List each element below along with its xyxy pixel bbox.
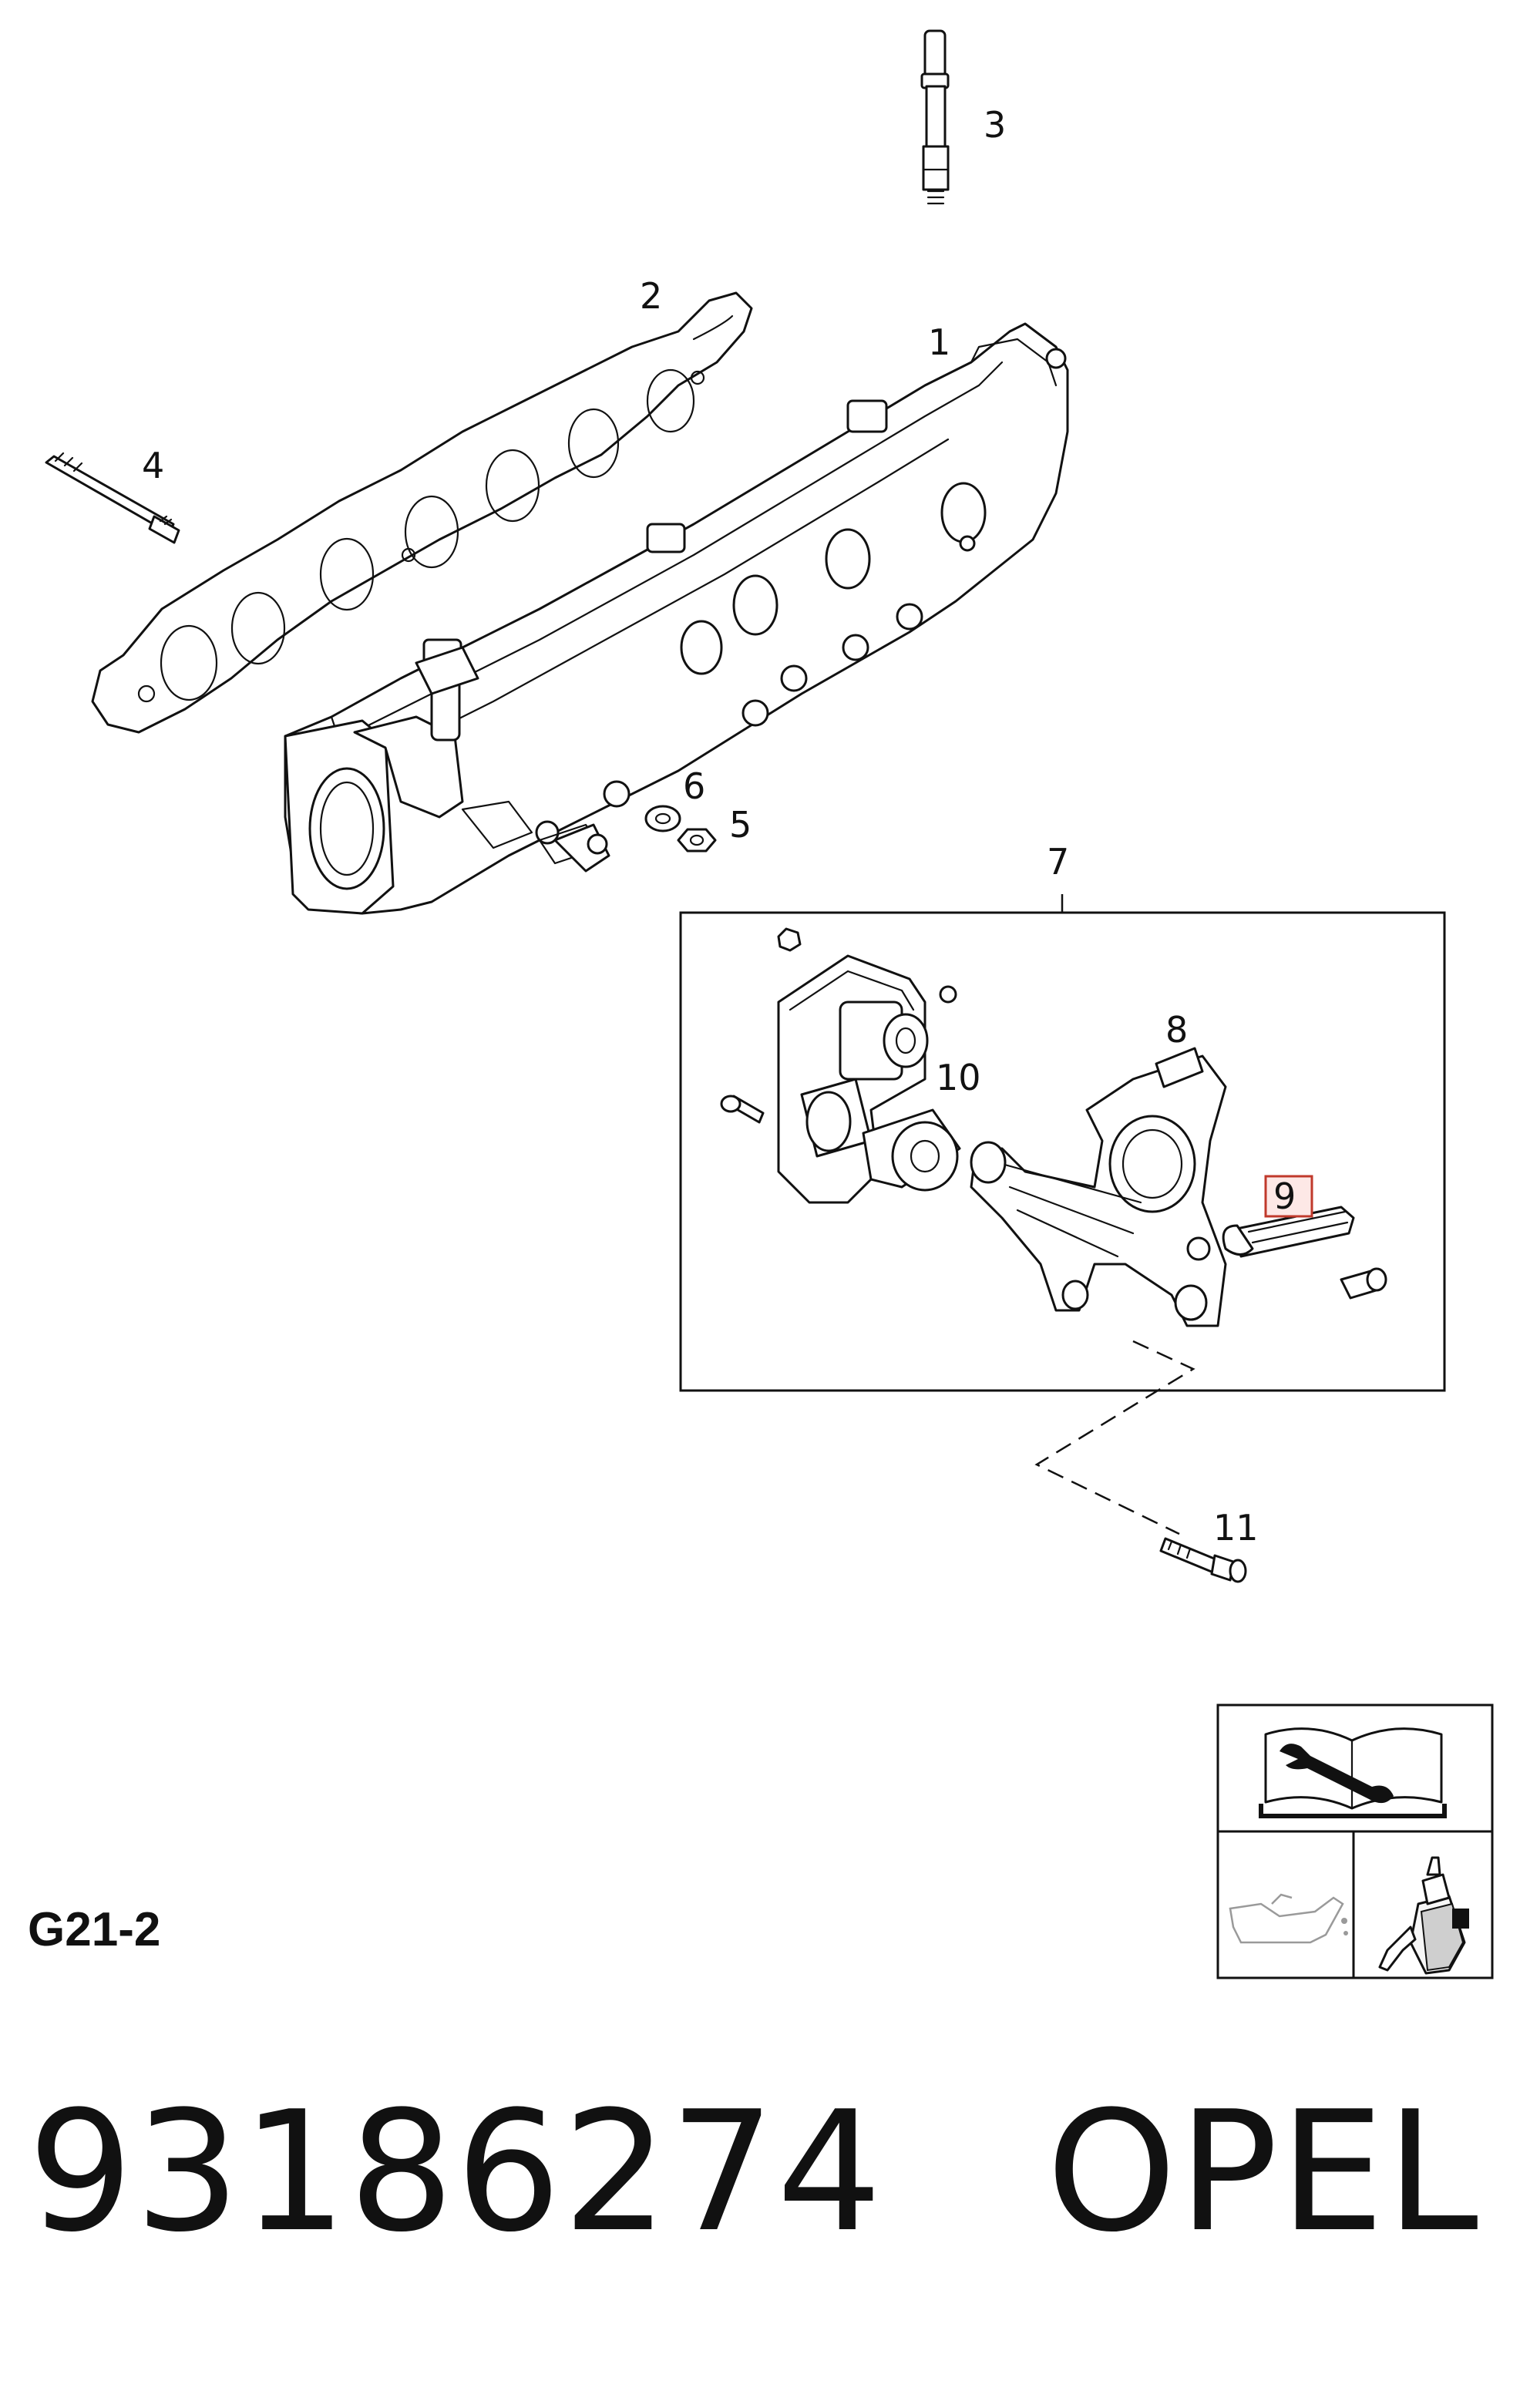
diagram-code-label: G21-2 (28, 1903, 161, 1956)
callout-3: 3 (984, 104, 1006, 146)
repair-manual-icon (1259, 1727, 1447, 1818)
bolt-part-11 (1034, 1340, 1247, 1583)
callout-6: 6 (683, 765, 705, 807)
legend-box (1216, 1703, 1494, 1979)
part-number-footer: 93186274 OPEL (28, 2089, 1480, 2255)
intake-gasket-part-2 (91, 291, 753, 734)
callout-8: 8 (1165, 1009, 1188, 1051)
callout-10: 10 (936, 1057, 981, 1098)
footer-spacer (883, 2075, 1046, 2268)
nut-part-5 (677, 828, 717, 853)
shaft-part-9 (1222, 1206, 1387, 1300)
callout-1: 1 (928, 321, 950, 363)
stud-part-4 (45, 452, 180, 544)
callout-9: 9 (1273, 1175, 1296, 1217)
callout-4: 4 (142, 445, 164, 486)
throttle-body-part-8 (970, 1047, 1227, 1327)
oil-can-icon (1229, 1893, 1348, 1944)
callout-2: 2 (640, 275, 662, 317)
callout-7: 7 (1047, 841, 1069, 883)
callout-9-highlight-box (1264, 1175, 1313, 1218)
washer-part-6 (644, 805, 681, 832)
sealant-bottle-icon (1378, 1856, 1469, 1975)
callout-11: 11 (1213, 1507, 1259, 1549)
throttle-assembly-box-part-7 (679, 894, 1446, 1392)
brand-name: OPEL (1046, 2075, 1480, 2268)
callout-5: 5 (729, 804, 752, 846)
stud-bolt-part-3 (920, 29, 950, 205)
throttle-actuator-part-10 (720, 927, 961, 1204)
intake-manifold-part-1 (284, 322, 1069, 915)
part-number: 93186274 (28, 2075, 884, 2268)
